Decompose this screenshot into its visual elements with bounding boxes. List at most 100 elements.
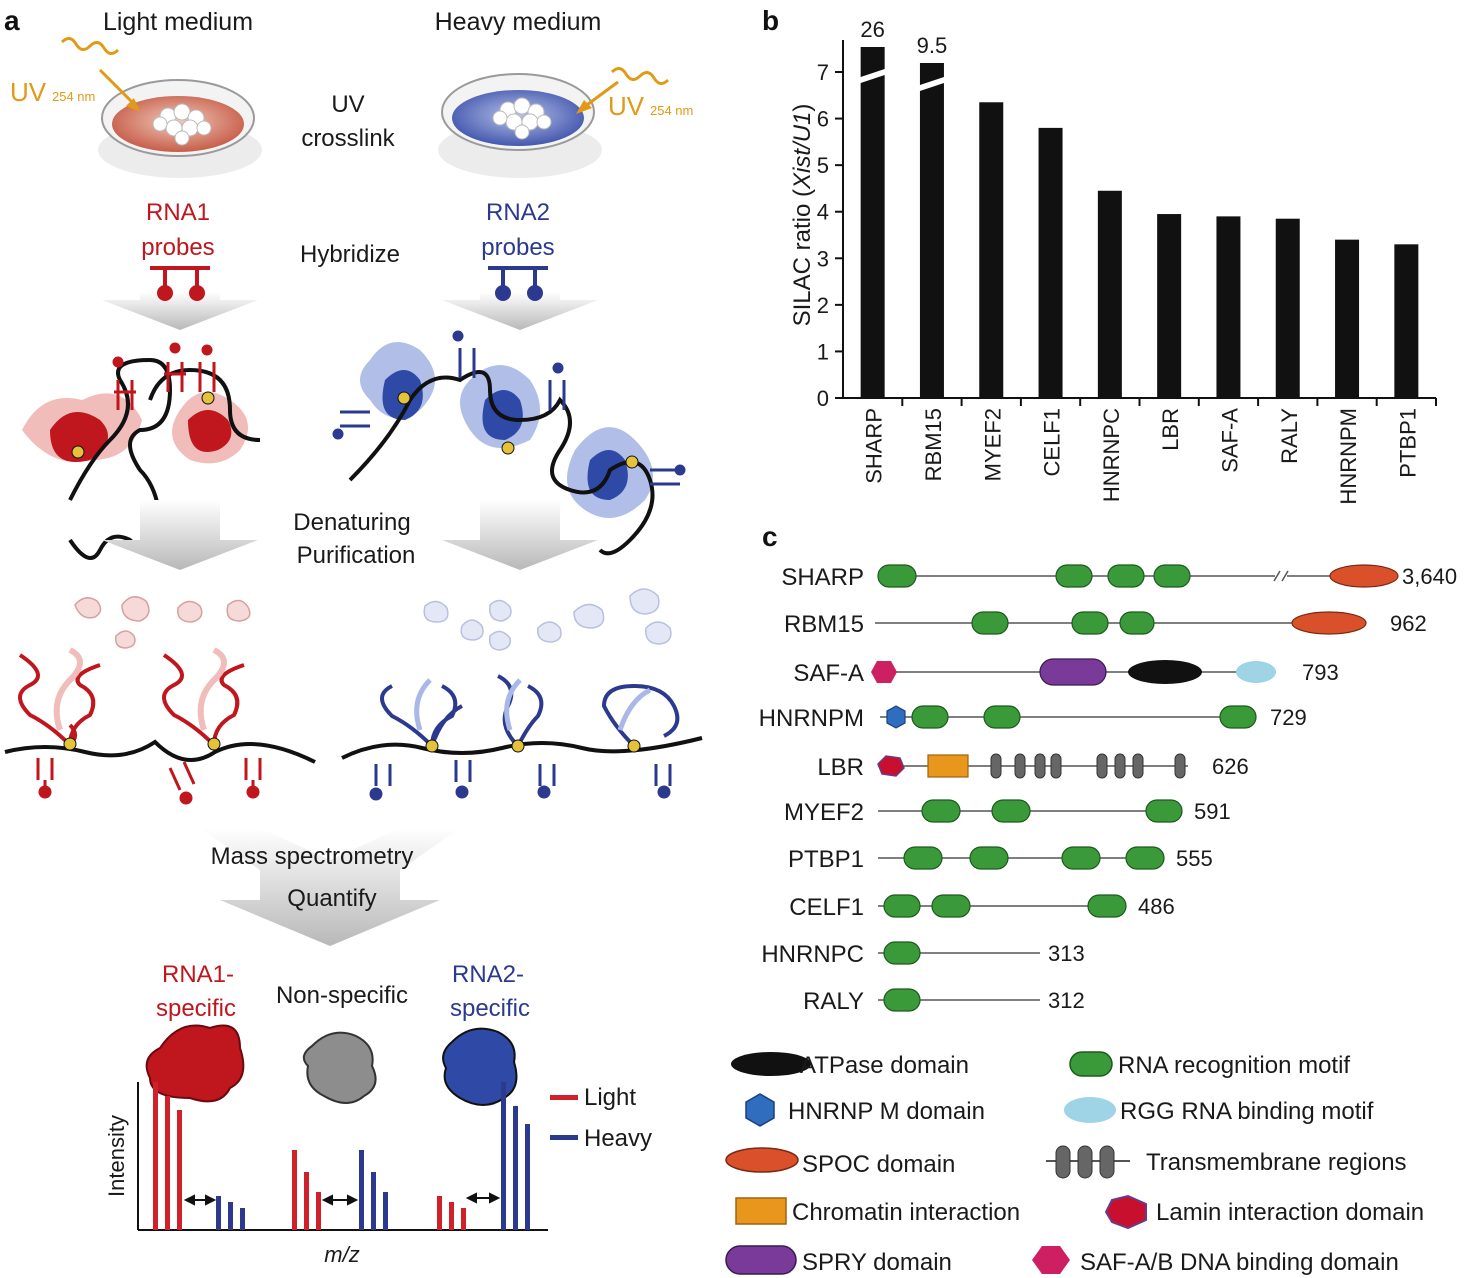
down-arrow-icon [442,292,598,330]
rrm-domain [931,894,971,918]
protein-name: RBM15 [784,611,864,638]
panel-b-label: b [762,5,779,36]
rrm-domain [1107,564,1145,588]
transmembrane-icon [1046,1145,1130,1179]
legend-tm: Transmembrane regions [1146,1149,1407,1176]
rrm-domain [1055,564,1093,588]
rrm-domain [883,941,921,965]
mass-spec-label: Mass spectrometry [211,843,414,870]
protein-name: RALY [803,988,864,1015]
x-tick-label: SAF-A [1217,408,1242,473]
rna1-purified [4,647,316,805]
light-medium-dish [98,79,262,178]
uv-wave-icon [576,67,670,114]
legend-atpase: ATPase domain [800,1052,969,1079]
legend-spry: SPRY domain [802,1249,952,1276]
transmembrane-segment [1034,753,1046,779]
rrm-domain [1145,799,1183,823]
transmembrane-segment [1174,753,1186,779]
protein-length: 312 [1048,988,1085,1013]
protein-length: 729 [1270,705,1307,730]
y-tick-label: 4 [817,200,829,225]
protein-name: SAF-A [793,660,864,687]
rna1-probes-line1: RNA1 [146,199,210,226]
x-tick-label: HNRNPM [1336,408,1361,505]
spoc-icon [725,1147,799,1173]
protein-length: 591 [1194,799,1231,824]
rrm-domain [1125,846,1165,870]
rna1-specific-protein-icon [145,1024,245,1103]
uv-wave-icon [60,37,140,112]
panel-c-label: c [762,521,778,552]
transmembrane-segment [1114,753,1126,779]
spoc-domain [1329,564,1399,588]
rna2-probes-line2: probes [481,234,554,261]
legend-light-swatch [550,1095,578,1100]
transmembrane-segment [1132,753,1144,779]
legend-hnrnpm: HNRNP M domain [788,1098,985,1125]
rrm-domain [883,988,921,1012]
protein-length: 313 [1048,941,1085,966]
y-tick-label: 0 [817,386,829,411]
hnrnpm-domain-icon [745,1093,775,1127]
released-protein-fragments [74,596,251,649]
hnrnpm-domain [886,705,906,729]
ms-legend: Light Heavy [550,1084,652,1152]
transmembrane-segment [990,753,1002,779]
rrm-domain [971,611,1009,635]
spry-domain [1039,658,1107,686]
panel-a-label: a [4,5,20,36]
bar-raly [1275,218,1300,398]
protein-length: 555 [1176,846,1213,871]
rna1-probes-line2: probes [141,234,214,261]
rrm-domain [983,705,1021,729]
axis-break-mark [916,76,947,92]
x-tick-label: PTBP1 [1395,408,1420,478]
backbone-break-mark [1273,570,1281,582]
rgg-domain [1236,661,1276,683]
spry-icon [725,1245,797,1275]
rrm-domain [1219,705,1257,729]
chromatin-domain [927,754,969,778]
y-tick-label: 5 [817,153,829,178]
rna2-purified [341,674,703,801]
legend-heavy-label: Heavy [584,1125,652,1152]
domain-legend: ATPase domain RNA recognition motif HNRN… [725,1051,1424,1276]
spoc-domain [1291,611,1367,635]
x-tick-label: MYEF2 [980,408,1005,481]
domain-row-raly: RALY 312 [803,988,1085,1015]
chromatin-icon [735,1197,787,1225]
bar-celf1 [1038,127,1063,398]
lamin-icon [1104,1194,1147,1230]
legend-rrm: RNA recognition motif [1118,1052,1350,1079]
y-tick-label: 6 [817,107,829,132]
purification-label: Purification [297,542,416,569]
x-tick-label: RALY [1277,408,1302,464]
protein-length: 486 [1138,894,1175,919]
rrm-domain [1071,611,1109,635]
non-specific-protein-icon [302,1031,377,1104]
rrm-icon [1069,1051,1113,1077]
bar-lbr [1157,214,1182,398]
protein-length: 3,640 [1402,564,1457,589]
x-tick-label: CELF1 [1040,408,1065,476]
rna1-specific-line1: RNA1- [162,961,234,988]
legend-safab: SAF-A/B DNA binding domain [1080,1249,1399,1276]
protein-name: SHARP [781,564,864,591]
bar-myef2 [979,102,1004,399]
axis-break-mark [857,68,888,84]
atpase-icon [731,1052,811,1076]
safab-domain [871,661,897,683]
ms-y-axis-label: Intensity [104,1115,129,1197]
light-medium-label: Light medium [103,8,253,36]
ms-x-axis-label: m/z [324,1242,359,1267]
bar-value-label: 9.5 [917,33,948,58]
denaturing-label: Denaturing [293,509,410,536]
